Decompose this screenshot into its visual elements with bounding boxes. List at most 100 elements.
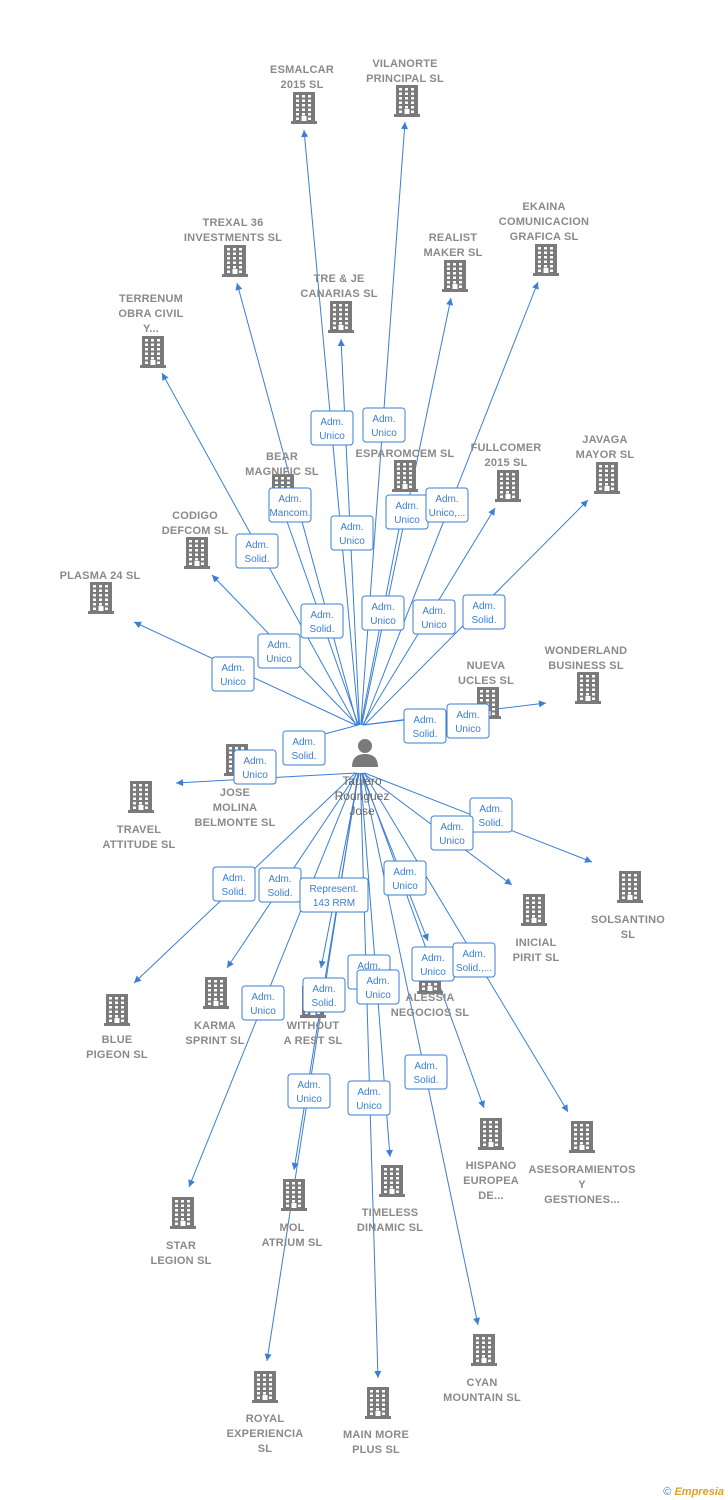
- company-label-line: EUROPEA: [463, 1175, 519, 1187]
- role-text-line: Adm.: [414, 1061, 437, 1072]
- role-text-line: Unico: [220, 677, 246, 688]
- role-text-line: Adm.: [278, 494, 301, 505]
- arrowhead-vilanorte: [400, 122, 408, 130]
- role-badge[interactable]: Adm.Unico: [383, 860, 427, 896]
- role-badge[interactable]: Adm.Solid.: [300, 603, 344, 639]
- arrowhead-trejecanarias: [337, 339, 345, 347]
- role-badge[interactable]: Adm.Unico: [347, 1080, 391, 1116]
- role-badge[interactable]: Adm. Solid.: [404, 1054, 448, 1090]
- role-text-line: Solid.,...: [456, 963, 492, 974]
- company-label-line: INVESTMENTS SL: [184, 232, 282, 244]
- role-badge[interactable]: Adm.Mancom.: [268, 487, 312, 523]
- edge-starlegion: [188, 772, 357, 1188]
- role-text-line: Solid.: [413, 1075, 438, 1086]
- arrowhead-travel: [176, 779, 184, 787]
- company-node-esparomcem[interactable]: ESPAROMCEM SL: [356, 448, 455, 492]
- role-badge[interactable]: Adm.Solid.: [212, 866, 256, 902]
- role-badge[interactable]: Adm.Unico: [385, 494, 429, 530]
- role-badge[interactable]: Adm.Unico: [310, 410, 354, 446]
- role-badge[interactable]: Adm.Unico: [287, 1073, 331, 1109]
- role-badge[interactable]: Adm.Unico: [430, 815, 474, 851]
- role-badge[interactable]: Adm.Unico: [257, 633, 301, 669]
- role-badge[interactable]: Adm.Unico: [233, 749, 277, 785]
- company-label-line: PIRIT SL: [513, 952, 560, 964]
- role-text-line: Adm.: [371, 602, 394, 613]
- role-badge[interactable]: Adm.Unico: [330, 515, 374, 551]
- molatrium-building-icon: [281, 1179, 307, 1211]
- role-badge[interactable]: Adm.Solid.: [282, 730, 326, 766]
- arrowhead-molatrium: [291, 1162, 299, 1170]
- role-badge[interactable]: Adm.Solid.: [462, 594, 506, 630]
- company-label-line: BLUE: [102, 1034, 133, 1046]
- role-badge[interactable]: Adm.Solid.: [258, 867, 302, 903]
- role-text-line: Solid.: [311, 998, 336, 1009]
- company-label-line: LEGION SL: [150, 1255, 211, 1267]
- role-badge[interactable]: Adm.Solid.: [302, 977, 346, 1013]
- role-text-line: Unico: [392, 881, 418, 892]
- role-badge[interactable]: Adm.Unico: [412, 599, 456, 635]
- company-label-line: SPRINT SL: [185, 1035, 244, 1047]
- role-badge[interactable]: Adm.Unico: [356, 969, 400, 1005]
- role-badge[interactable]: Adm.Solid.: [469, 797, 513, 833]
- company-node-asesoramientos[interactable]: ASESORAMIENTOSYGESTIONES...: [528, 1121, 635, 1206]
- role-text-line: Adm.: [372, 414, 395, 425]
- company-label-line: MAGNIFIC SL: [245, 466, 319, 478]
- role-badge[interactable]: Adm.Unico: [241, 985, 285, 1021]
- role-badge[interactable]: Adm.Unico: [446, 703, 490, 739]
- footer-brand[interactable]: © Empresia: [663, 1486, 724, 1498]
- role-badge[interactable]: Represent.143 RRM: [299, 877, 369, 913]
- brand-name: Empresia: [674, 1486, 724, 1498]
- company-label-line: REALIST: [429, 232, 478, 244]
- role-badge[interactable]: Adm.Unico: [211, 656, 255, 692]
- ekaina-building-icon: [533, 244, 559, 276]
- arrowhead-plasma: [134, 621, 142, 629]
- role-badge[interactable]: Adm.Solid.: [403, 708, 447, 744]
- company-node-plasma[interactable]: PLASMA 24 SL: [60, 570, 141, 614]
- role-badge[interactable]: Adm.Unico: [361, 595, 405, 631]
- arrowhead-mainmore: [374, 1370, 382, 1378]
- arrowhead-realist: [446, 298, 453, 306]
- role-badge[interactable]: Adm.Solid.,...: [452, 942, 496, 978]
- arrowhead-without: [318, 960, 326, 968]
- role-badge[interactable]: Adm.Unico: [411, 946, 455, 982]
- role-badge[interactable]: Adm.Solid.: [235, 533, 279, 569]
- role-badge[interactable]: Adm.Unico: [362, 407, 406, 443]
- role-badge[interactable]: Adm.Unico,...: [425, 487, 469, 523]
- company-label-line: ESPAROMCEM SL: [356, 448, 455, 460]
- company-label-line: ASESORAMIENTOS: [528, 1164, 635, 1176]
- inicial-building-icon: [521, 894, 547, 926]
- role-text-line: Unico: [455, 724, 481, 735]
- plasma-building-icon: [88, 582, 114, 614]
- company-node-hispano[interactable]: HISPANOEUROPEADE...: [463, 1118, 519, 1202]
- role-text-line: Adm.: [251, 992, 274, 1003]
- company-label-line: NEGOCIOS SL: [391, 1007, 470, 1019]
- copyright-symbol: ©: [663, 1486, 672, 1498]
- role-text-line: Unico: [394, 515, 420, 526]
- arrowhead-hispano: [478, 1100, 485, 1108]
